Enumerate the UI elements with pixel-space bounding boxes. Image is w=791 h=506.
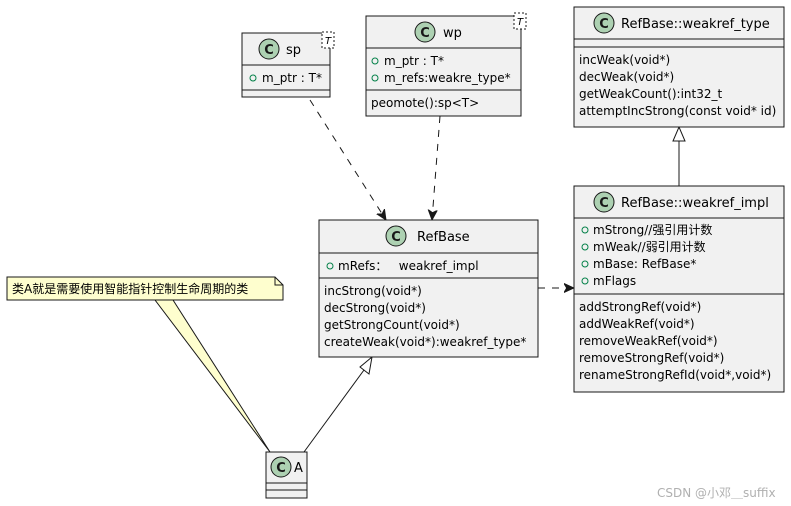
class-method: decStrong(void*) bbox=[324, 301, 426, 315]
class-method: removeStrongRef(void*) bbox=[579, 351, 724, 365]
watermark: CSDN @小邓＿suffix bbox=[657, 486, 776, 500]
class-method: addStrongRef(void*) bbox=[579, 300, 701, 314]
svg-text:C: C bbox=[599, 17, 609, 32]
svg-text:C: C bbox=[276, 461, 286, 476]
class-badge bbox=[593, 191, 615, 213]
class-method: getWeakCount():int32_t bbox=[579, 87, 723, 101]
visibility-icon bbox=[249, 74, 257, 82]
class-weakref-type[interactable]: C RefBase::weakref_type incWeak(void*) d… bbox=[573, 6, 785, 128]
visibility-icon bbox=[581, 260, 589, 268]
visibility-icon bbox=[581, 243, 589, 251]
class-method: incStrong(void*) bbox=[324, 284, 422, 298]
visibility-icon bbox=[371, 74, 379, 82]
edge-wp-refbase bbox=[432, 115, 441, 220]
svg-text:T: T bbox=[517, 17, 524, 28]
class-title: RefBase bbox=[417, 230, 470, 245]
svg-text:C: C bbox=[599, 196, 609, 211]
class-field: mStrong//强引用计数 bbox=[593, 222, 712, 237]
inheritance-arrowhead bbox=[359, 355, 373, 375]
class-badge bbox=[414, 21, 436, 43]
class-method: createWeak(void*):weakref_type* bbox=[324, 335, 526, 349]
class-field: mBase: RefBase* bbox=[593, 257, 696, 271]
visibility-icon bbox=[581, 277, 589, 285]
class-field: m_refs:weakre_type* bbox=[384, 71, 511, 85]
visibility-icon bbox=[326, 262, 334, 270]
template-parameter: T bbox=[513, 12, 527, 30]
note-text: 类A就是需要使用智能指针控制生命周期的类 bbox=[12, 281, 248, 296]
edge-a-extends-refbase bbox=[303, 369, 365, 453]
class-a[interactable]: C A bbox=[265, 451, 308, 499]
class-method: decWeak(void*) bbox=[579, 70, 674, 84]
visibility-icon bbox=[371, 57, 379, 65]
class-title: RefBase::weakref_type bbox=[621, 17, 770, 32]
class-method: renameStrongRefId(void*,void*) bbox=[579, 368, 771, 382]
class-method: peomote():sp<T> bbox=[371, 96, 479, 110]
note: 类A就是需要使用智能指针控制生命周期的类 bbox=[6, 276, 284, 453]
edge-sp-refbase bbox=[309, 99, 386, 220]
class-badge bbox=[385, 225, 407, 247]
class-badge bbox=[258, 38, 280, 60]
class-title: RefBase::weakref_impl bbox=[621, 196, 769, 211]
class-badge bbox=[593, 12, 615, 34]
class-title: sp bbox=[286, 43, 301, 58]
class-method: getStrongCount(void*) bbox=[324, 318, 460, 332]
class-weakref-impl[interactable]: C RefBase::weakref_impl mStrong//强引用计数 m… bbox=[573, 185, 785, 393]
svg-text:T: T bbox=[325, 36, 332, 47]
class-title: wp bbox=[443, 26, 462, 41]
class-method: addWeakRef(void*) bbox=[579, 317, 695, 331]
class-field: mFlags bbox=[593, 274, 636, 288]
class-sp[interactable]: C sp m_ptr : T* bbox=[241, 32, 331, 98]
class-refbase[interactable]: C RefBase mRefs： weakref_impl incStrong(… bbox=[318, 219, 539, 358]
class-field: mWeak//弱引用计数 bbox=[593, 239, 706, 254]
svg-text:C: C bbox=[264, 43, 274, 58]
class-title: A bbox=[294, 461, 303, 476]
class-field: mRefs： weakref_impl bbox=[338, 259, 479, 273]
class-field: m_ptr : T* bbox=[384, 54, 444, 68]
svg-text:C: C bbox=[420, 26, 430, 41]
template-parameter: T bbox=[321, 31, 335, 49]
class-method: attemptIncStrong(const void* id) bbox=[579, 104, 776, 118]
visibility-icon bbox=[581, 226, 589, 234]
svg-text:C: C bbox=[391, 230, 401, 245]
class-method: incWeak(void*) bbox=[579, 53, 670, 67]
class-method: removeWeakRef(void*) bbox=[579, 334, 718, 348]
class-field: m_ptr : T* bbox=[262, 71, 322, 85]
class-badge bbox=[270, 456, 292, 478]
class-wp[interactable]: C wp m_ptr : T* m_refs:weakre_type* peom… bbox=[365, 15, 522, 117]
inheritance-arrowhead bbox=[672, 125, 686, 142]
